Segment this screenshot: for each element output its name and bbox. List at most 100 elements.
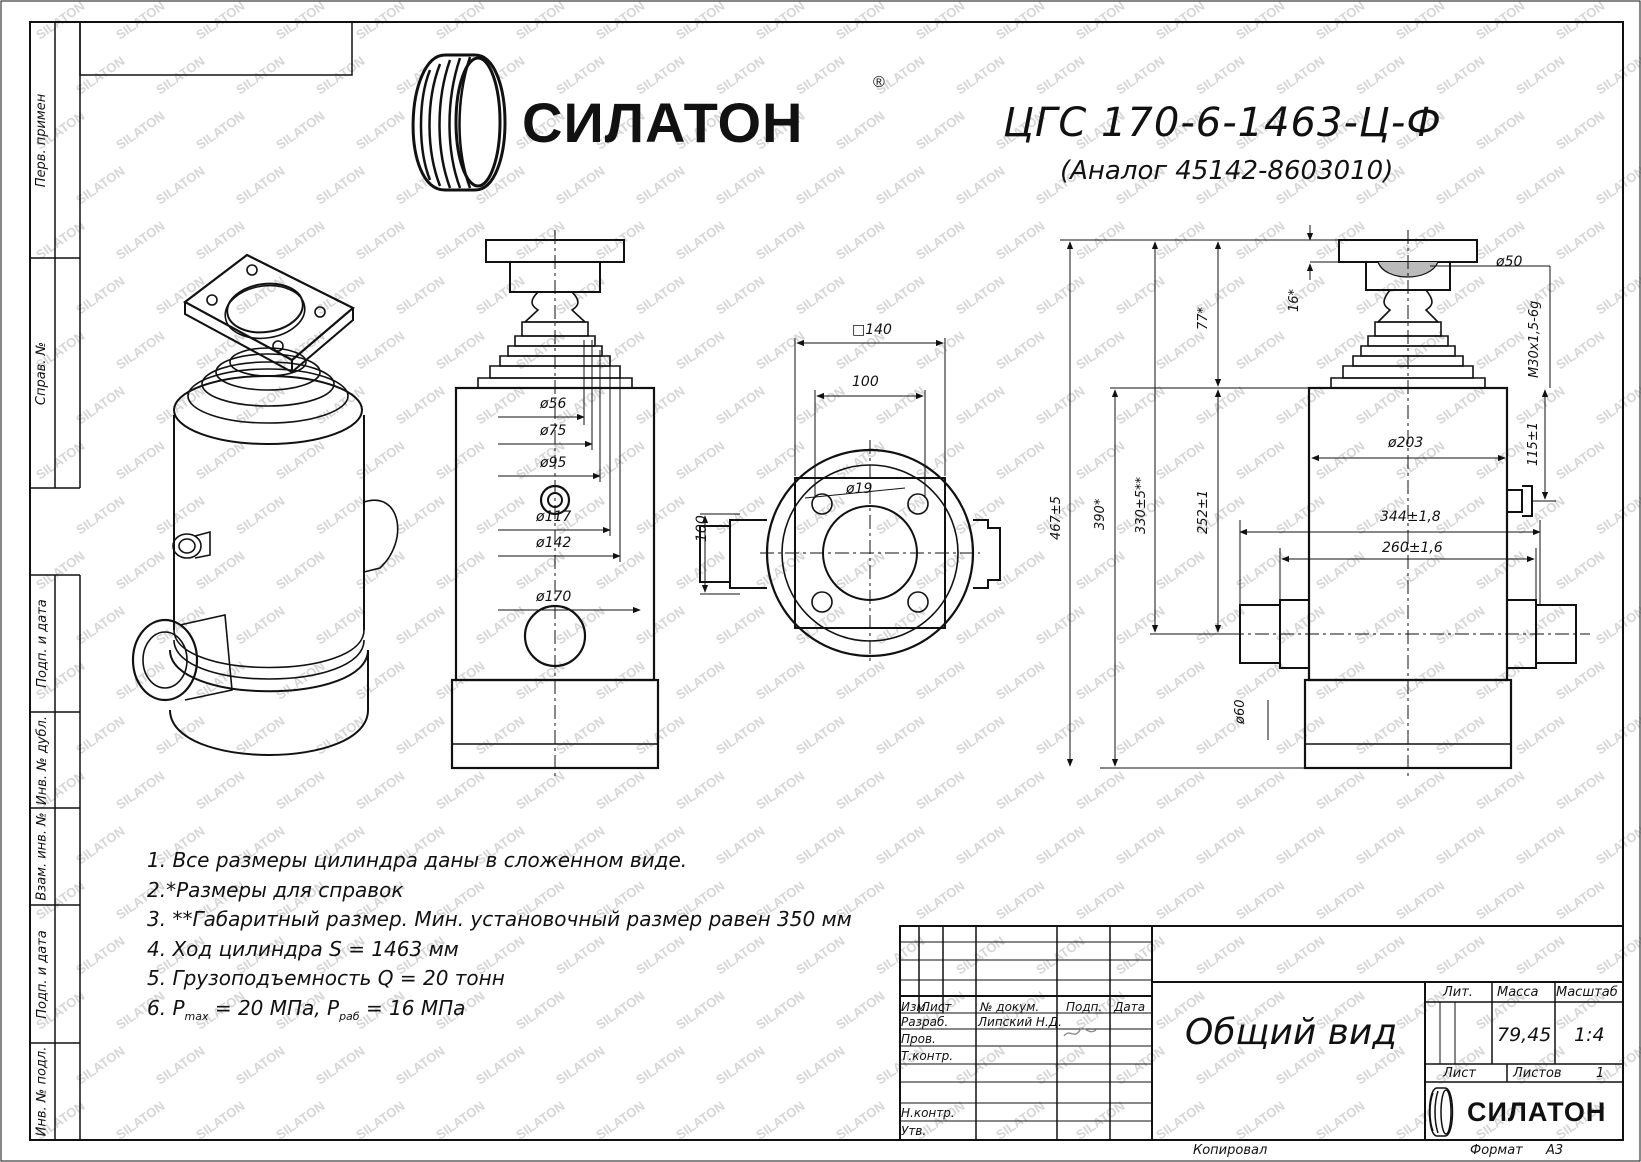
watermark-text: SILATON [633, 163, 687, 207]
side-label-podp-data-1: Подп. и дата [34, 599, 50, 688]
watermark-text: SILATON [353, 1098, 407, 1142]
side-label-podp-data-2: Подп. и дата [34, 929, 50, 1019]
watermark-text: SILATON [793, 493, 847, 537]
watermark-text: SILATON [273, 108, 327, 152]
watermark-text: SILATON [313, 493, 367, 537]
watermark-text: SILATON [1073, 328, 1127, 372]
watermark-text: SILATON [1593, 603, 1641, 647]
top-view [699, 440, 1001, 665]
watermark-text: SILATON [1353, 383, 1407, 427]
stamp-mass-label: Масса [1497, 985, 1539, 1000]
watermark-text: SILATON [193, 438, 247, 482]
watermark-text: SILATON [1553, 878, 1607, 922]
stamp-sheets-value: 1 [1596, 1066, 1605, 1081]
watermark-text: SILATON [1313, 878, 1367, 922]
watermark-text: SILATON [1473, 878, 1527, 922]
dim-d19: ø19 [846, 481, 873, 497]
watermark-text: SILATON [313, 1043, 367, 1087]
watermark-text: SILATON [353, 548, 407, 592]
watermark-text: SILATON [433, 548, 487, 592]
watermark-text: SILATON [953, 163, 1007, 207]
watermark-text: SILATON [433, 218, 487, 262]
watermark-text: SILATON [233, 273, 287, 317]
watermark-text: SILATON [1273, 383, 1327, 427]
watermark-text: SILATON [1233, 768, 1287, 812]
watermark-text: SILATON [233, 493, 287, 537]
watermark-text: SILATON [473, 383, 527, 427]
watermark-text: SILATON [153, 493, 207, 537]
side-label-sprav-no: Справ. № [34, 341, 50, 405]
dim-77: 77* [1196, 306, 1211, 330]
watermark-text: SILATON [993, 768, 1047, 812]
watermark-text: SILATON [1233, 1098, 1287, 1142]
watermark-text: SILATON [913, 548, 967, 592]
watermark-text: SILATON [593, 1098, 647, 1142]
watermark-text: SILATON [1273, 713, 1327, 757]
watermark-text: SILATON [1033, 273, 1087, 317]
notes-block: 1. Все размеры цилиндра даны в сложенном… [147, 846, 852, 1031]
watermark-text: SILATON [713, 1043, 767, 1087]
watermark-text: SILATON [273, 548, 327, 592]
side-label-inv-dubl: Инв. № дубл. [34, 715, 50, 805]
watermark-text: SILATON [713, 603, 767, 647]
watermark-text: SILATON [73, 933, 127, 977]
dim-16: 16* [1287, 288, 1302, 312]
watermark-text: SILATON [1473, 438, 1527, 482]
watermark-text: SILATON [1113, 933, 1167, 977]
watermark-text: SILATON [353, 658, 407, 702]
side-label-inv-podl: Инв. № подл. [34, 1046, 50, 1137]
watermark-text: SILATON [1513, 933, 1567, 977]
watermark-text: SILATON [1273, 493, 1327, 537]
watermark-text: SILATON [713, 163, 767, 207]
watermark-text: SILATON [1513, 53, 1567, 97]
designation-title: ЦГС 170-6-1463-Ц-Ф [1003, 100, 1442, 146]
watermark-text: SILATON [193, 218, 247, 262]
front-dim-lines [498, 340, 641, 614]
dim-252: 252±1 [1196, 490, 1211, 534]
watermark-text: SILATON [1553, 438, 1607, 482]
watermark-text: SILATON [393, 713, 447, 757]
watermark-text: SILATON [993, 438, 1047, 482]
watermark-text: SILATON [1353, 933, 1407, 977]
signature-icon [1063, 1027, 1097, 1037]
watermark-text: SILATON [473, 1043, 527, 1087]
watermark-text: SILATON [153, 383, 207, 427]
watermark-text: SILATON [153, 163, 207, 207]
watermark-text: SILATON [353, 108, 407, 152]
watermark-text: SILATON [713, 273, 767, 317]
dim-115: 115±1 [1526, 422, 1541, 466]
watermark-text: SILATON [833, 438, 887, 482]
watermark-text: SILATON [233, 713, 287, 757]
watermark-text: SILATON [873, 493, 927, 537]
isometric-view [131, 253, 399, 756]
watermark-text: SILATON [1233, 438, 1287, 482]
watermark-text: SILATON [1393, 988, 1447, 1032]
watermark-text: SILATON [1353, 823, 1407, 867]
watermark-text: SILATON [1153, 768, 1207, 812]
watermark-text: SILATON [1113, 713, 1167, 757]
watermark-text: SILATON [793, 1043, 847, 1087]
watermark-text: SILATON [1473, 328, 1527, 372]
stamp-sheet-label: Лист [1443, 1066, 1476, 1081]
watermark-text: SILATON [1073, 438, 1127, 482]
dim-d142: ø142 [536, 535, 572, 551]
watermark-text: SILATON [1193, 823, 1247, 867]
watermark-text: SILATON [393, 273, 447, 317]
watermark-text: SILATON [1073, 658, 1127, 702]
dim-260: 260±1,6 [1382, 540, 1443, 556]
logo-tire-icon [411, 53, 507, 192]
watermark-text: SILATON [313, 713, 367, 757]
watermark-text: SILATON [1113, 603, 1167, 647]
brand-name: СИЛАТОН [522, 91, 804, 154]
side-dim-lines [1060, 225, 1556, 769]
watermark-text: SILATON [113, 658, 167, 702]
watermark-text: SILATON [1513, 163, 1567, 207]
watermark-text: SILATON [1153, 548, 1207, 592]
watermark-text: SILATON [753, 438, 807, 482]
watermark-text: SILATON [433, 438, 487, 482]
watermark-text: SILATON [1593, 493, 1641, 537]
watermark-text: SILATON [113, 768, 167, 812]
watermark-text: SILATON [1593, 273, 1641, 317]
note-6-work-sub: раб [339, 1009, 360, 1023]
watermark-text: SILATON [193, 1098, 247, 1142]
